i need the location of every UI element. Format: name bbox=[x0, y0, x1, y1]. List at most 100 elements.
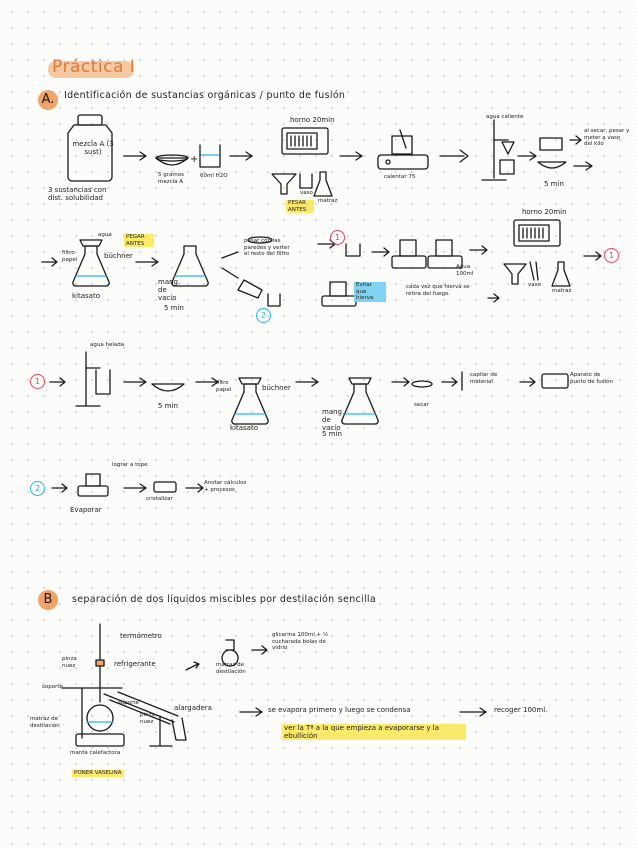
arrow-icon bbox=[195, 377, 219, 387]
thermometer-label: termómetro bbox=[120, 632, 162, 640]
marker-1-red: 1 bbox=[330, 230, 345, 245]
arrow-icon bbox=[123, 151, 147, 161]
adapter-label: alargadera bbox=[174, 704, 212, 712]
dry-label: secar bbox=[414, 402, 429, 408]
evaporate-label: Evaporar bbox=[70, 506, 102, 514]
flask-label: matraz bbox=[318, 198, 338, 204]
arrow-icon bbox=[569, 135, 582, 145]
arrow-icon bbox=[185, 483, 204, 493]
arrow-icon bbox=[573, 161, 593, 171]
section-b-heading: separación de dos líquidos miscibles por… bbox=[72, 594, 376, 605]
arrow-icon bbox=[517, 151, 537, 161]
crystal-dish-icon bbox=[153, 481, 177, 493]
branch-arrow-icon bbox=[221, 251, 239, 279]
funnel-icon bbox=[503, 263, 527, 285]
top-note: lograr a tope bbox=[112, 462, 148, 468]
melting-point-apparatus-icon bbox=[541, 373, 569, 389]
marker-1-red: 1 bbox=[604, 248, 619, 263]
funnel-icon bbox=[271, 173, 297, 195]
hotplate-icon bbox=[77, 485, 109, 497]
oven-label-2: horno 20min bbox=[522, 208, 567, 216]
pesar-antes-note: PESAR ANTES bbox=[286, 200, 314, 213]
flask-icon bbox=[313, 171, 333, 197]
beaker-icon bbox=[345, 243, 361, 257]
five-min-label-3: 5 min bbox=[322, 430, 342, 438]
pour-icon bbox=[237, 279, 263, 299]
hotplate-icon bbox=[321, 295, 357, 307]
five-min-label: 5 min bbox=[164, 304, 184, 312]
arrow-icon bbox=[339, 151, 363, 161]
drying-note: al secar, pesar y meter a vaso del kilo bbox=[584, 128, 630, 147]
arrow-icon bbox=[251, 645, 268, 655]
filter-icon bbox=[151, 383, 185, 392]
arrow-icon bbox=[439, 149, 469, 163]
arrow-icon bbox=[123, 483, 147, 493]
arrow-icon bbox=[469, 245, 488, 255]
distillation-apparatus-icon bbox=[61, 623, 487, 747]
arrow-icon bbox=[229, 151, 253, 161]
beaker-icon bbox=[539, 137, 563, 151]
arrow-icon bbox=[295, 377, 319, 387]
ice-water-label: agua helada bbox=[90, 342, 125, 348]
ring-stand-icon bbox=[75, 351, 111, 407]
water-100ml-label: Agua 100ml bbox=[456, 264, 474, 277]
section-a-badge: A. bbox=[38, 90, 58, 110]
bottle-icon bbox=[67, 114, 113, 182]
vaseline-note: PONER VASELINA bbox=[72, 770, 124, 777]
marker-1-red: 1 bbox=[30, 374, 45, 389]
arrow-icon bbox=[185, 661, 200, 671]
svg-text:+: + bbox=[190, 154, 198, 165]
arrow-icon bbox=[239, 707, 263, 717]
process-note: se evapora primero y luego se condensa bbox=[268, 706, 411, 714]
beaker-icon bbox=[199, 144, 221, 168]
pour-note: pesar con las paredes y verter el resto … bbox=[244, 238, 290, 257]
arrow-icon bbox=[441, 377, 458, 387]
glass-label: vaso bbox=[300, 190, 313, 196]
arrow-icon bbox=[519, 377, 536, 387]
vacuum-hose-label: mang. de vacío bbox=[158, 278, 181, 302]
arrow-icon bbox=[135, 257, 159, 267]
filter-icon bbox=[537, 161, 567, 169]
buchner-label: büchner bbox=[104, 252, 133, 260]
kitasato-icon bbox=[171, 245, 209, 287]
marker-2-blue: 2 bbox=[30, 481, 45, 496]
small-flask-label: matraz de destilación bbox=[216, 662, 246, 675]
heating-mantle-label: manta calefactora bbox=[70, 750, 121, 756]
flask-label-2: matraz bbox=[552, 288, 572, 294]
dish-caption: 5 gramos mezcla A bbox=[158, 172, 184, 185]
page-title: Práctica I bbox=[52, 57, 136, 77]
vacuum-hose-label-2: mang. de vacío bbox=[322, 408, 345, 432]
hotplate-icon bbox=[377, 129, 429, 170]
kitasato-icon bbox=[72, 239, 110, 287]
arrow-icon bbox=[459, 707, 487, 717]
filter-time-label: 5 min bbox=[544, 180, 564, 188]
ring-stand-icon bbox=[481, 119, 515, 181]
flask-icon bbox=[551, 261, 571, 287]
arrow-icon bbox=[487, 293, 500, 303]
crystallize-label: cristalizar bbox=[146, 496, 173, 502]
kitasato-label-2: kitasato bbox=[230, 424, 258, 432]
title-highlight bbox=[48, 61, 134, 78]
kitasato-icon bbox=[341, 377, 379, 425]
temperature-note: ver la Tª a la que empieza a evaporarse … bbox=[282, 724, 466, 740]
bottle-caption: 3 sustancias con dist. solubilidad bbox=[48, 186, 107, 202]
filter-paper-icon bbox=[247, 236, 273, 244]
beaker-caption: 60ml H2O bbox=[200, 173, 228, 179]
capillary-note: capilar de material bbox=[470, 372, 498, 385]
five-min-label-2: 5 min bbox=[158, 402, 178, 410]
oven-icon bbox=[513, 219, 561, 247]
glass-label-2: vaso bbox=[528, 282, 541, 288]
arrow-icon bbox=[391, 377, 410, 387]
filter-paper-label: filtro papel bbox=[62, 250, 78, 263]
marker-2-blue: 2 bbox=[256, 308, 271, 323]
arrow-icon bbox=[371, 247, 390, 257]
condenser-label: refrigerante bbox=[114, 660, 156, 668]
buchner-label-2: büchner bbox=[262, 384, 291, 392]
hot-water-label: agua caliente bbox=[486, 114, 524, 120]
arrow-icon bbox=[51, 483, 68, 493]
arrow-icon bbox=[583, 251, 602, 261]
filter-paper-label-2: filtro papel bbox=[216, 380, 232, 393]
hotplate-caption: calentar 75 bbox=[384, 174, 416, 180]
hotplate-icon bbox=[391, 255, 427, 269]
